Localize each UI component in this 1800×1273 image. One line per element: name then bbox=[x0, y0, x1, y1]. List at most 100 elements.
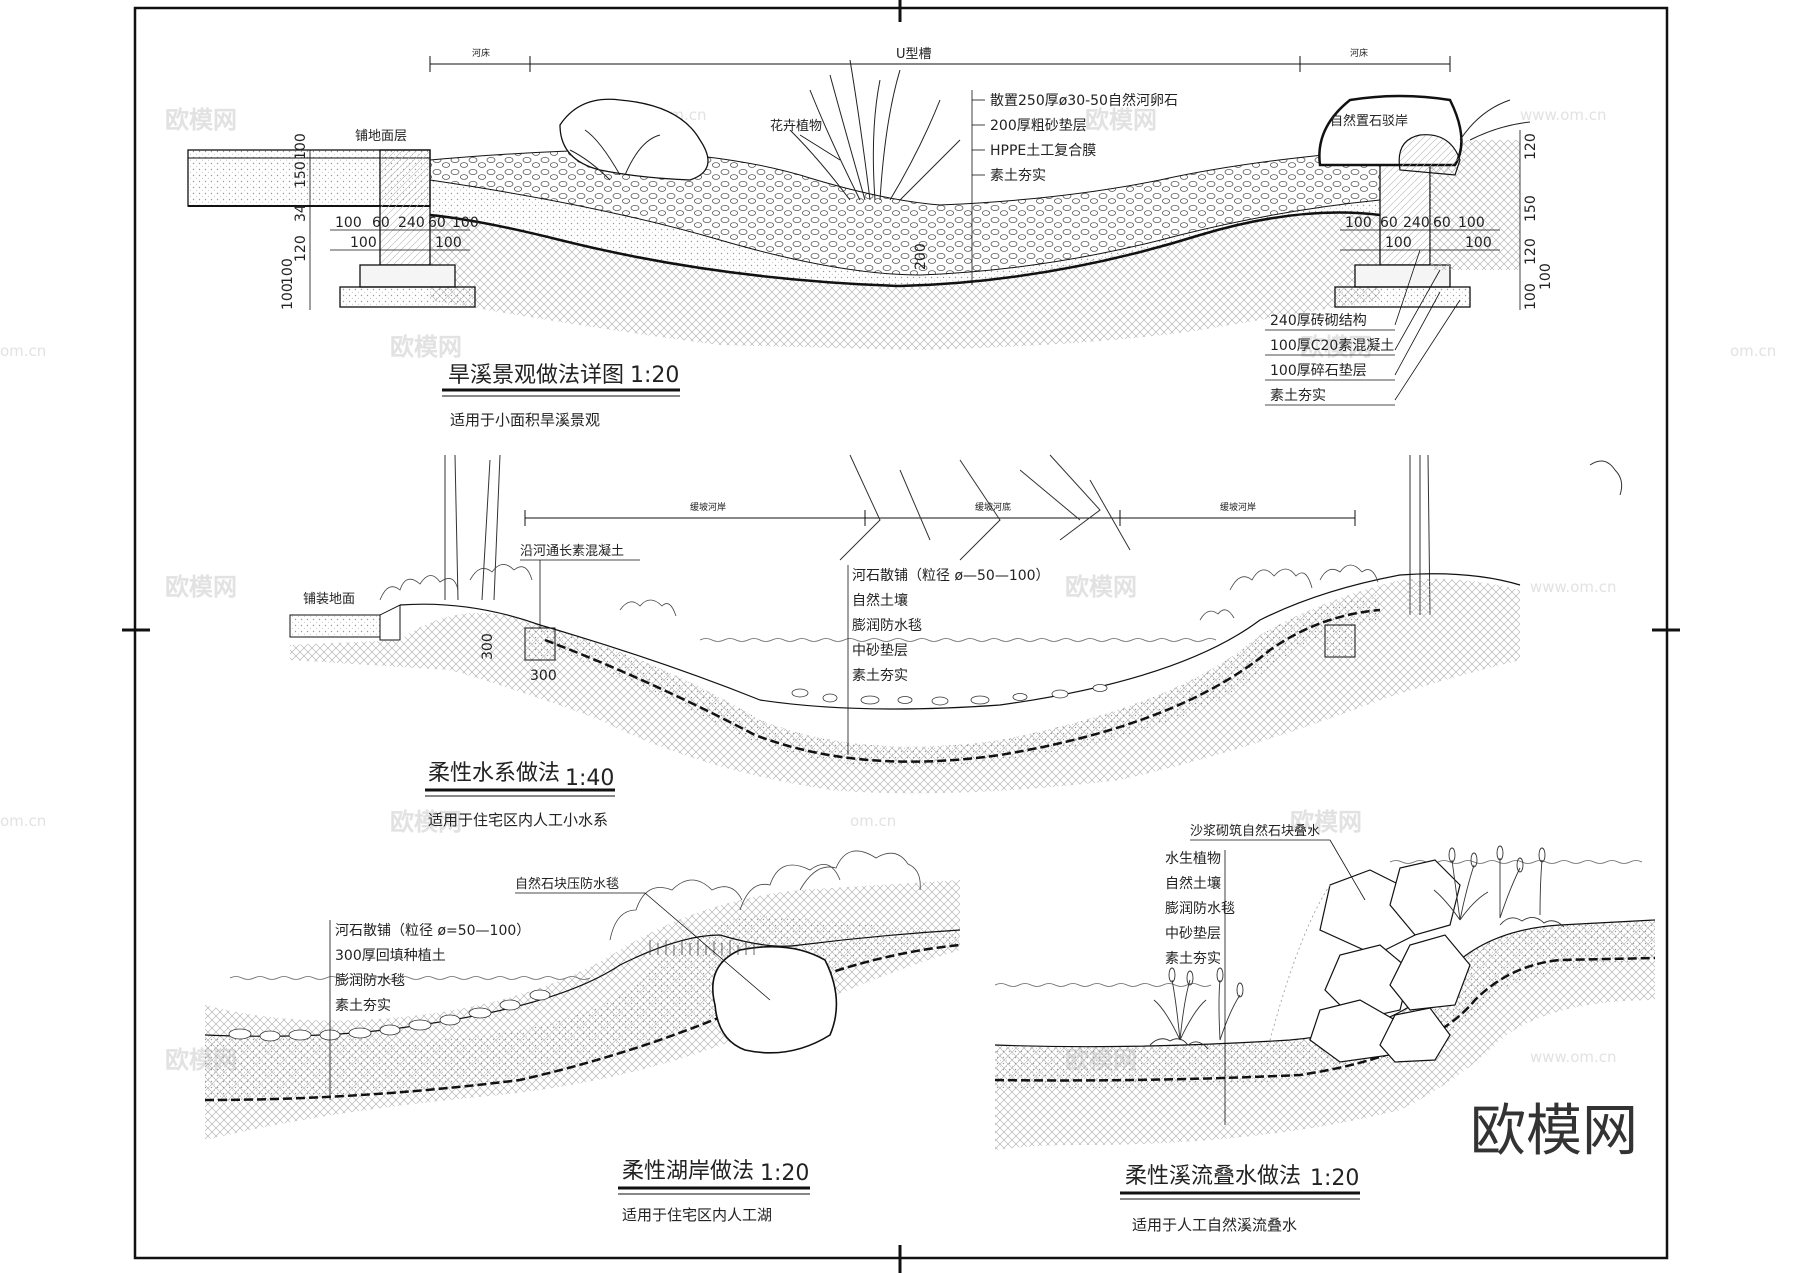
water-surface bbox=[229, 976, 591, 980]
section-title-flexible-cascade: 柔性溪流叠水做法 1:20 适用于人工自然溪流叠水 bbox=[1120, 1164, 1360, 1234]
dims-left: 100 60 240 60 100 100 100 100 150 34 120… bbox=[280, 133, 479, 310]
shrubs bbox=[609, 850, 921, 955]
svg-text:60: 60 bbox=[1433, 215, 1451, 231]
svg-text:膨润防水毯: 膨润防水毯 bbox=[852, 617, 922, 634]
hppe-membrane bbox=[429, 211, 1381, 288]
svg-text:适用于小面积旱溪景观: 适用于小面积旱溪景观 bbox=[450, 411, 600, 429]
svg-text:适用于住宅区内人工湖: 适用于住宅区内人工湖 bbox=[622, 1206, 772, 1224]
svg-text:1:20: 1:20 bbox=[1310, 1166, 1359, 1191]
soil-body bbox=[290, 578, 1520, 794]
callout-layers: 河石散铺（粒径 ø—50—100） 自然土壤 膨润防水毯 中砂垫层 素土夯实 bbox=[852, 568, 1050, 684]
watermark-site: www.om.cn bbox=[1530, 578, 1617, 596]
brand-watermark: 欧模网 bbox=[1470, 1099, 1638, 1164]
svg-text:自然土壤: 自然土壤 bbox=[852, 592, 908, 609]
label-flowers: 花卉植物 bbox=[770, 118, 822, 134]
svg-text:120: 120 bbox=[293, 235, 309, 262]
svg-text:缓坡河岸: 缓坡河岸 bbox=[1220, 501, 1256, 513]
watermark-site: www.om.cn bbox=[1520, 106, 1607, 124]
aquatic-plants bbox=[1149, 845, 1565, 1050]
svg-text:缓坡河底: 缓坡河底 bbox=[975, 501, 1011, 513]
svg-text:100: 100 bbox=[350, 235, 377, 251]
svg-text:100: 100 bbox=[280, 283, 296, 310]
dim-center: 200 bbox=[913, 243, 929, 270]
watermark-brand: 欧模网 bbox=[390, 333, 462, 361]
svg-text:240厚砖砌结构: 240厚砖砌结构 bbox=[1270, 313, 1367, 329]
watermark-brand: 欧模网 bbox=[165, 106, 237, 134]
soil-body bbox=[205, 880, 960, 1140]
river-stones bbox=[791, 684, 1108, 706]
svg-text:100: 100 bbox=[1345, 215, 1372, 231]
svg-text:中砂垫层: 中砂垫层 bbox=[852, 643, 908, 659]
bentonite-membrane bbox=[204, 943, 961, 1102]
svg-text:200厚粗砂垫层: 200厚粗砂垫层 bbox=[990, 118, 1087, 134]
label-concrete: 沿河通长素混凝土 bbox=[520, 543, 624, 559]
svg-text:34: 34 bbox=[293, 204, 309, 222]
svg-text:素土夯实: 素土夯实 bbox=[990, 168, 1046, 184]
label-paving: 铺装地面 bbox=[303, 592, 355, 607]
svg-text:1:40: 1:40 bbox=[565, 766, 614, 791]
svg-text:60: 60 bbox=[372, 215, 390, 231]
water-surface bbox=[699, 638, 1217, 642]
svg-text:100: 100 bbox=[335, 215, 362, 231]
svg-text:120: 120 bbox=[1523, 238, 1539, 265]
svg-text:自然土壤: 自然土壤 bbox=[1165, 875, 1221, 892]
svg-text:100厚碎石垫层: 100厚碎石垫层 bbox=[1270, 363, 1367, 379]
retaining-wall-left bbox=[339, 149, 476, 308]
watermark-brand: 欧模网 bbox=[390, 808, 462, 836]
svg-text:膨润防水毯: 膨润防水毯 bbox=[335, 972, 405, 989]
svg-text:柔性水系做法: 柔性水系做法 bbox=[428, 761, 560, 786]
svg-text:60: 60 bbox=[1380, 215, 1398, 231]
section-title-dry-creek: 旱溪景观做法详图 1:20 适用于小面积旱溪景观 bbox=[442, 363, 680, 429]
shrubs bbox=[379, 564, 1379, 621]
svg-text:240: 240 bbox=[1403, 215, 1430, 231]
svg-text:素土夯实: 素土夯实 bbox=[852, 668, 908, 684]
callout-layers: 水生植物 自然土壤 膨润防水毯 中砂垫层 素土夯实 bbox=[1165, 851, 1235, 967]
watermark-site: om.cn bbox=[0, 812, 46, 830]
label-bed-right: 河床 bbox=[1350, 47, 1368, 59]
svg-text:柔性湖岸做法: 柔性湖岸做法 bbox=[622, 1159, 754, 1184]
svg-text:河石散铺（粒径 ø=50—100）: 河石散铺（粒径 ø=50—100） bbox=[335, 923, 530, 939]
label-u-channel: U型槽 bbox=[896, 47, 932, 62]
svg-text:水生植物: 水生植物 bbox=[1165, 851, 1221, 867]
paving-left bbox=[289, 604, 401, 641]
label-paving: 铺地面层 bbox=[355, 129, 407, 144]
svg-text:100: 100 bbox=[435, 235, 462, 251]
svg-text:柔性溪流叠水做法: 柔性溪流叠水做法 bbox=[1125, 1164, 1301, 1189]
callout-top: 散置250厚ø30-50自然河卵石 200厚粗砂垫层 HPPE土工复合膜 素土夯… bbox=[972, 92, 1178, 184]
svg-text:100: 100 bbox=[280, 258, 296, 285]
watermark-brand: 欧模网 bbox=[1085, 106, 1157, 134]
ground-line bbox=[399, 573, 1521, 710]
ground-surface bbox=[204, 929, 961, 1037]
dims-right: 100 60 240 60 100 100 100 120 150 120 10… bbox=[1340, 130, 1554, 310]
svg-text:300厚回填种植土: 300厚回填种植土 bbox=[335, 948, 446, 964]
svg-text:适用于住宅区内人工小水系: 适用于住宅区内人工小水系 bbox=[428, 811, 608, 829]
svg-text:120: 120 bbox=[1523, 133, 1539, 160]
watermark-brand: 欧模网 bbox=[1300, 333, 1372, 361]
svg-text:100: 100 bbox=[1538, 263, 1554, 290]
plants-grass bbox=[569, 59, 1531, 201]
callout-base: 240厚砖砌结构 100厚C20素混凝土 100厚碎石垫层 素土夯实 bbox=[1265, 249, 1461, 406]
svg-text:1:20: 1:20 bbox=[760, 1161, 809, 1186]
section-flexible-lakeshore: 自然石块压防水毯 河石散铺（粒径 ø=50—100） 300厚回填种植土 膨润防… bbox=[204, 850, 961, 1224]
sheet-frame bbox=[122, 0, 1680, 1273]
section-flexible-water: 缓坡河岸 缓坡河底 缓坡河岸 铺装地面 bbox=[289, 454, 1623, 829]
soil-fill bbox=[995, 920, 1655, 1090]
watermark-site: om.cn bbox=[1730, 342, 1776, 360]
svg-text:150: 150 bbox=[293, 161, 309, 188]
svg-text:膨润防水毯: 膨润防水毯 bbox=[1165, 900, 1235, 917]
svg-text:60: 60 bbox=[428, 215, 446, 231]
section-dry-creek: 河床 U型槽 河床 铺地面层 bbox=[187, 47, 1554, 429]
svg-text:300: 300 bbox=[530, 668, 557, 684]
top-dimension-line bbox=[524, 510, 1356, 526]
boulder-right-small bbox=[1398, 134, 1461, 176]
top-dimension-line bbox=[429, 56, 1451, 72]
boulder-left bbox=[559, 98, 709, 181]
svg-text:100: 100 bbox=[1385, 235, 1412, 251]
svg-text:素土夯实: 素土夯实 bbox=[1165, 951, 1221, 967]
svg-text:素土夯实: 素土夯实 bbox=[335, 998, 391, 1014]
sand-layer bbox=[540, 595, 1380, 767]
svg-text:100: 100 bbox=[1458, 215, 1485, 231]
svg-text:素土夯实: 素土夯实 bbox=[1270, 388, 1326, 404]
svg-text:缓坡河岸: 缓坡河岸 bbox=[690, 501, 726, 513]
